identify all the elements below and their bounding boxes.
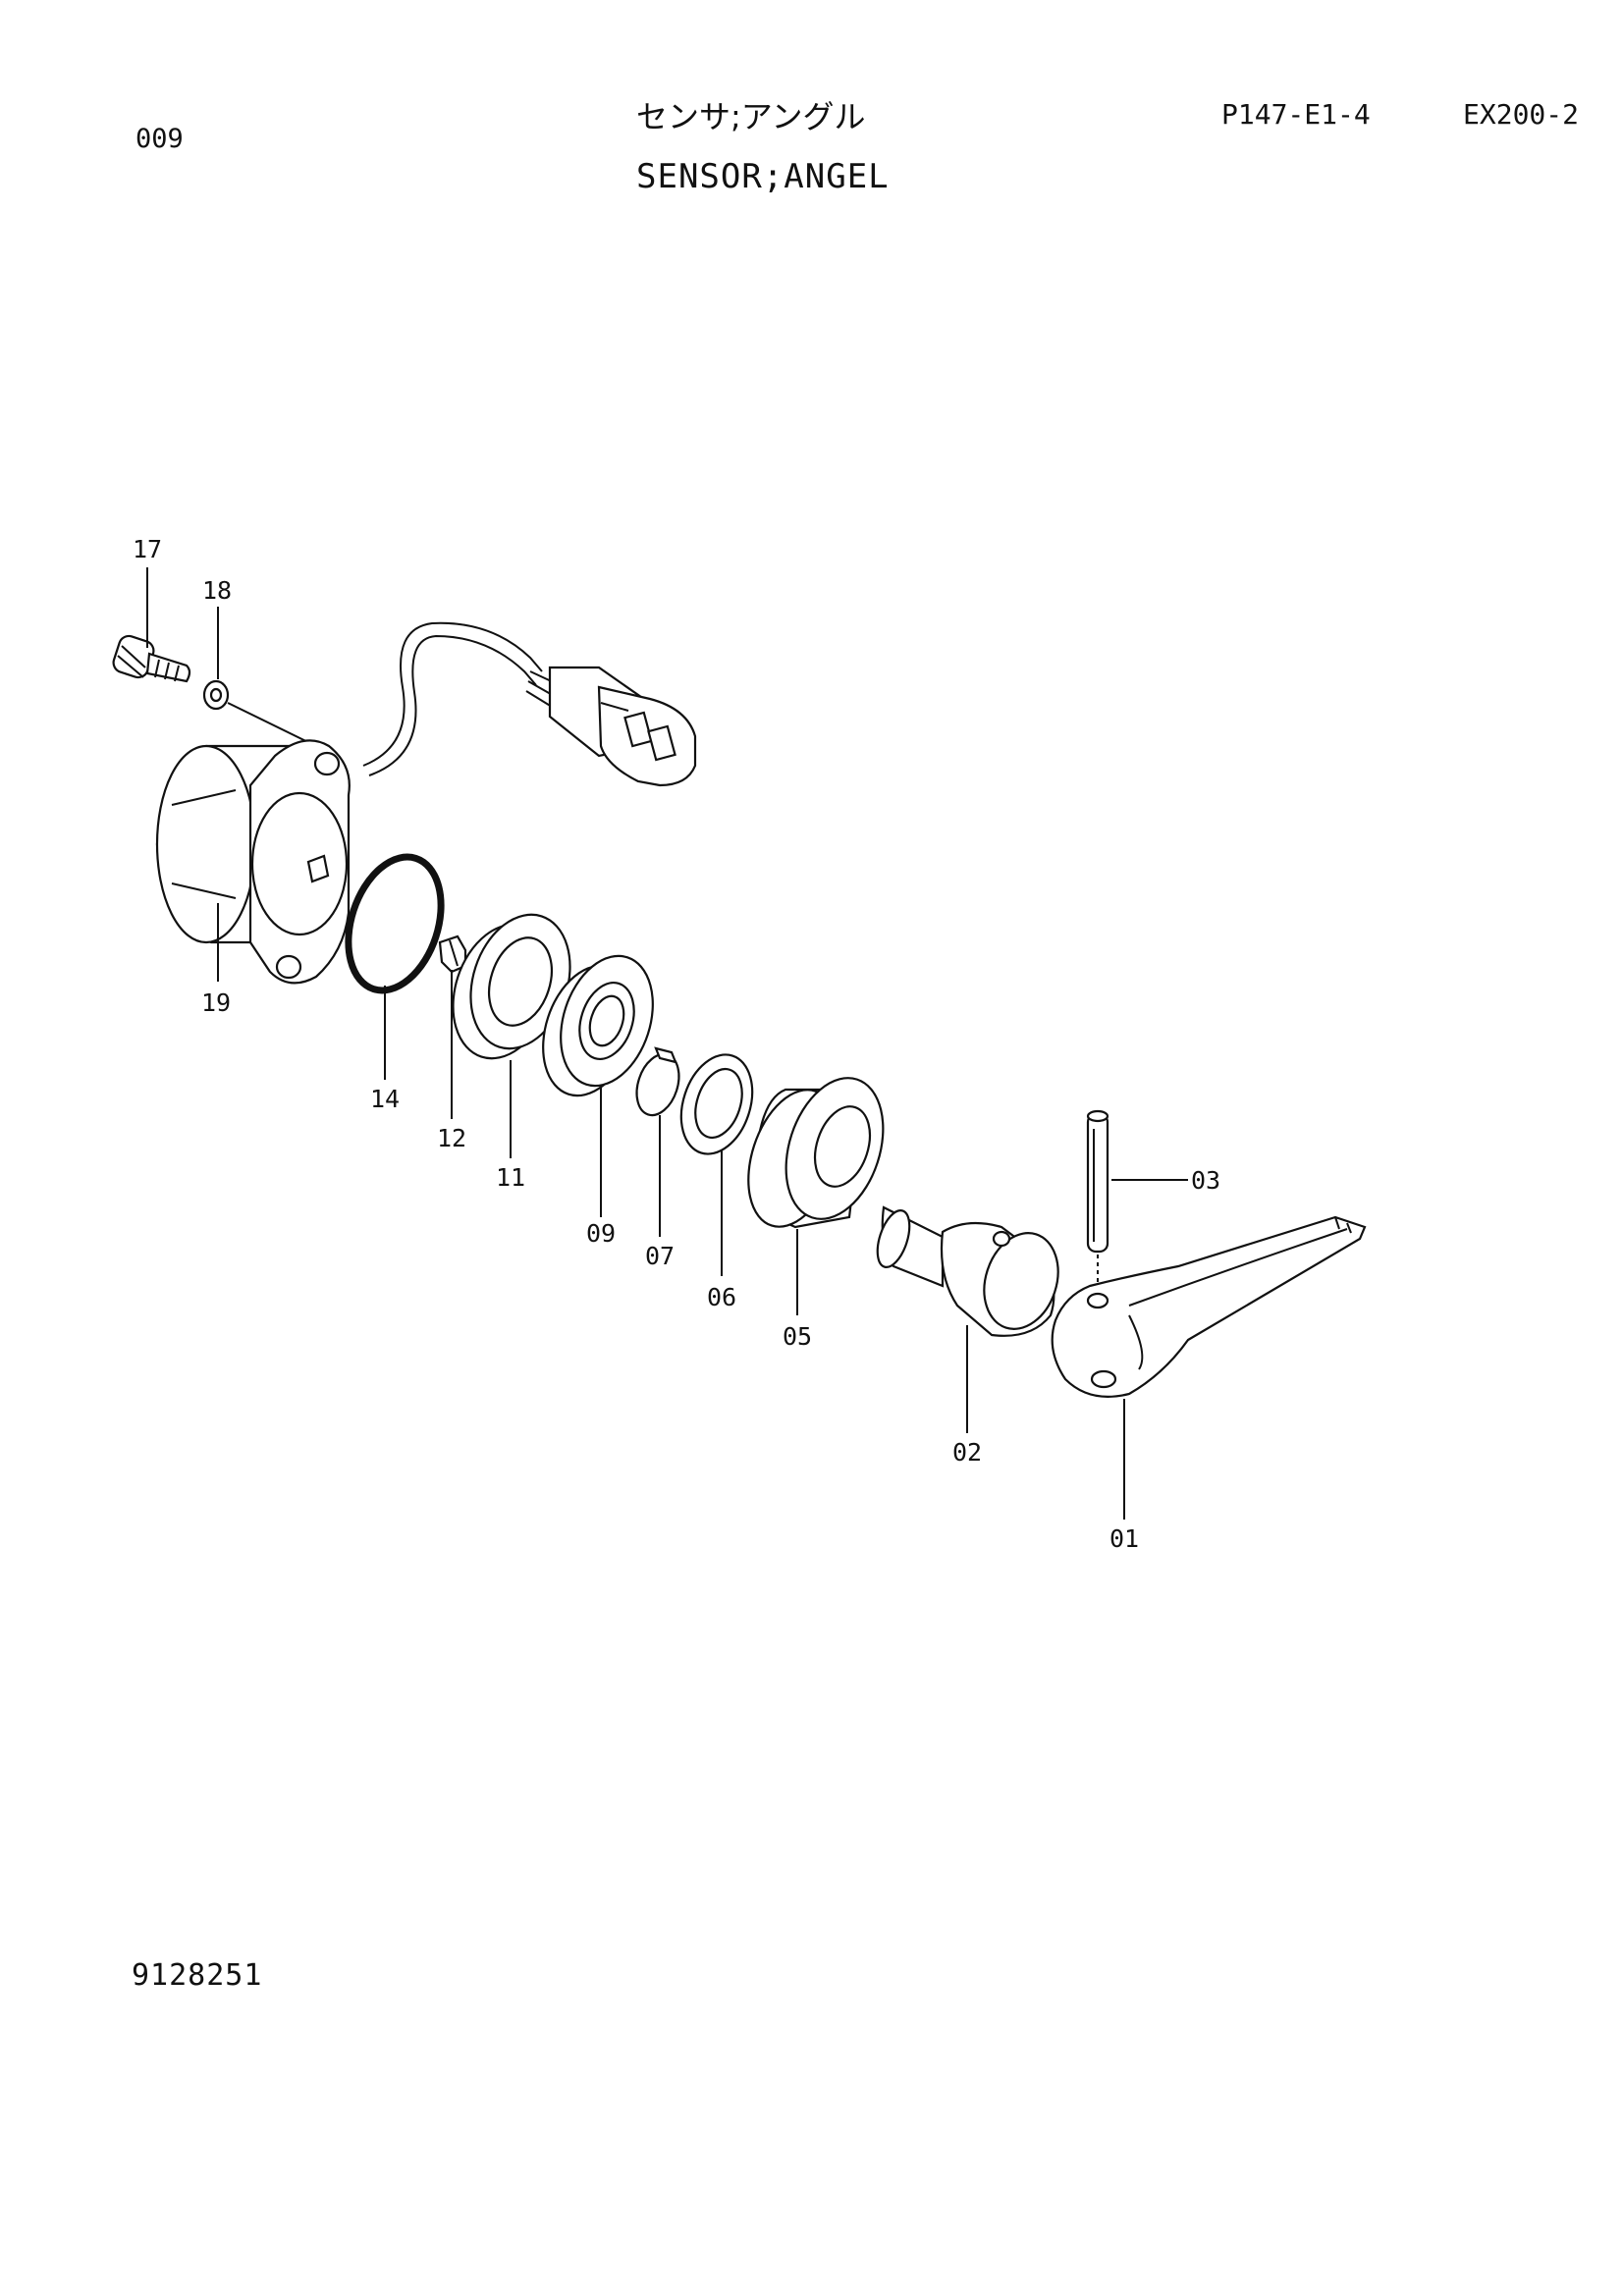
part-05-bushing[interactable] — [732, 1065, 900, 1238]
part-03-pin[interactable] — [1086, 1109, 1109, 1254]
callout-11: 11 — [496, 1163, 525, 1192]
callout-14: 14 — [370, 1085, 400, 1113]
callout-12: 12 — [437, 1124, 466, 1152]
callout-07: 07 — [645, 1242, 675, 1270]
drawing-number: 9128251 — [132, 1958, 263, 1993]
title-japanese: センサ;アングル — [636, 98, 866, 135]
callout-18: 18 — [202, 576, 232, 605]
model-number: EX200-2 — [1463, 98, 1580, 131]
callout-02: 02 — [952, 1438, 982, 1467]
callout-05: 05 — [783, 1322, 812, 1351]
part-17-bolt[interactable] — [111, 633, 191, 683]
callout-06: 06 — [707, 1283, 736, 1311]
callout-19: 19 — [201, 988, 231, 1017]
part-02-shaft[interactable] — [871, 1205, 1069, 1339]
callout-09: 09 — [586, 1219, 616, 1248]
title-english: SENSOR;ANGEL — [636, 157, 890, 196]
callout-17: 17 — [133, 535, 162, 563]
callout-01: 01 — [1109, 1524, 1139, 1553]
part-07-snap-ring[interactable] — [629, 1046, 686, 1121]
part-18-washer[interactable] — [202, 679, 230, 711]
part-01-lever[interactable] — [1051, 1215, 1367, 1398]
callout-03: 03 — [1191, 1166, 1220, 1195]
page-code: P147-E1-4 — [1221, 98, 1371, 131]
part-14-o-ring[interactable] — [333, 845, 458, 1002]
part-11-oil-seal[interactable] — [437, 902, 587, 1072]
part-06-washer[interactable] — [670, 1045, 765, 1163]
part-09-bearing[interactable] — [527, 944, 669, 1108]
part-19-angle-sensor[interactable] — [155, 621, 697, 985]
page-number: 009 — [135, 124, 184, 154]
